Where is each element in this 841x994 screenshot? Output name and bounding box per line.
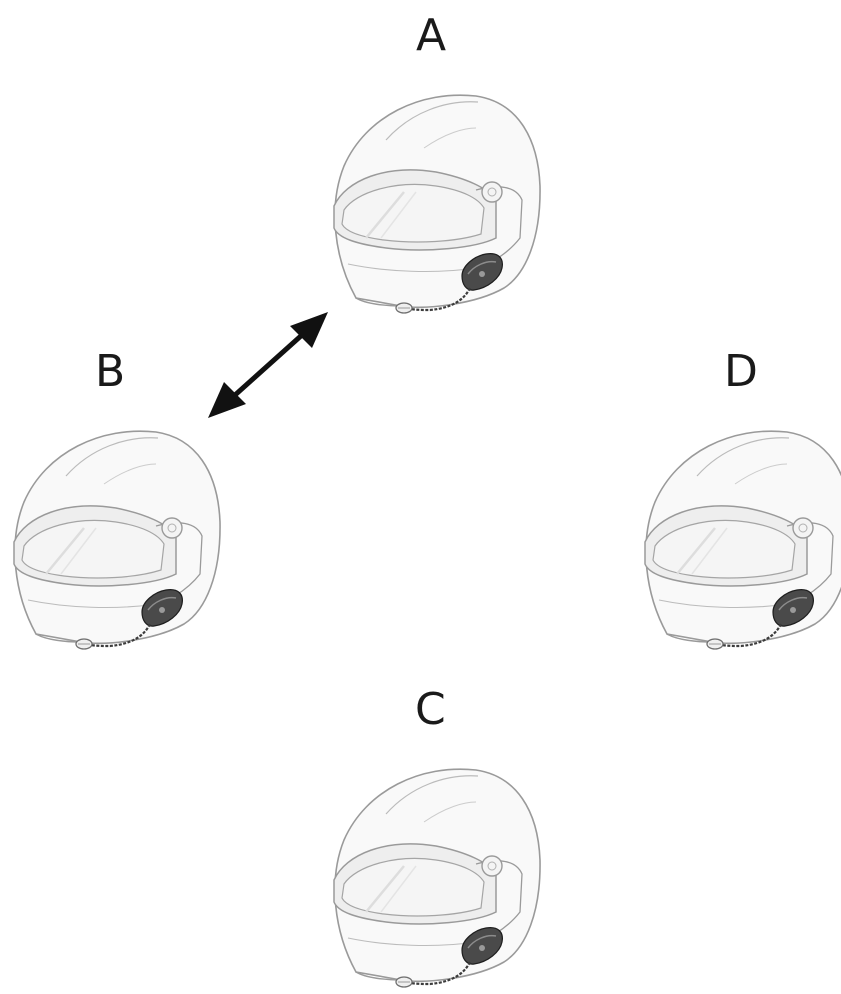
rider-label-b: B — [95, 346, 126, 397]
rider-label-c: C — [415, 684, 446, 735]
rider-label-d: D — [724, 346, 758, 397]
rider-label-a: A — [416, 10, 447, 61]
